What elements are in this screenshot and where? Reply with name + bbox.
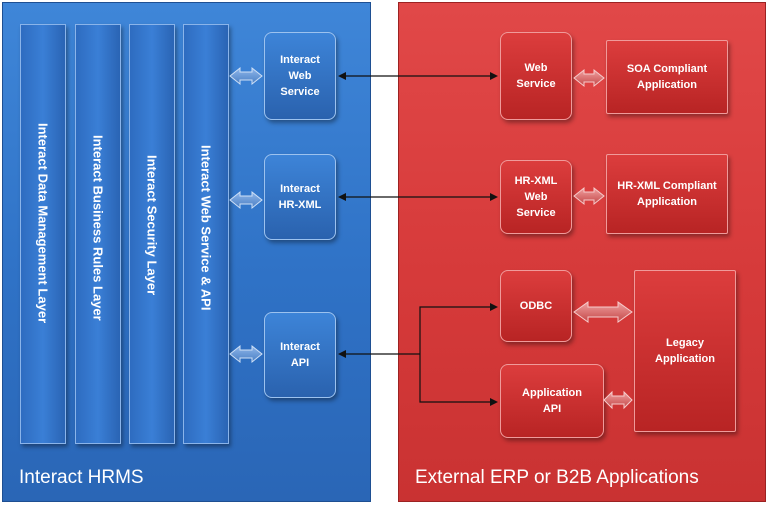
security-layer-label: Interact Security Layer xyxy=(144,155,160,296)
hr-xml-web-service-box: HR-XML Web Service xyxy=(500,160,572,234)
interact-web-service-box: Interact Web Service xyxy=(264,32,336,120)
interact-api-box: Interact API xyxy=(264,312,336,398)
data-management-layer: Interact Data Management Layer xyxy=(20,24,66,444)
business-rules-layer-label: Interact Business Rules Layer xyxy=(90,135,106,321)
legacy-application-box: Legacy Application xyxy=(634,270,736,432)
external-erp-title: External ERP or B2B Applications xyxy=(415,467,699,488)
security-layer: Interact Security Layer xyxy=(129,24,175,444)
interact-hrms-title: Interact HRMS xyxy=(19,467,144,488)
interact-hr-xml-box: Interact HR-XML xyxy=(264,154,336,240)
soa-compliant-application-box: SOA Compliant Application xyxy=(606,40,728,114)
odbc-box: ODBC xyxy=(500,270,572,342)
web-service-api-layer: Interact Web Service & API xyxy=(183,24,229,444)
data-management-layer-label: Interact Data Management Layer xyxy=(35,123,51,324)
application-api-box: Application API xyxy=(500,364,604,438)
web-service-api-layer-label: Interact Web Service & API xyxy=(198,145,214,311)
web-service-box: Web Service xyxy=(500,32,572,120)
hr-xml-compliant-application-box: HR-XML Compliant Application xyxy=(606,154,728,234)
business-rules-layer: Interact Business Rules Layer xyxy=(75,24,121,444)
